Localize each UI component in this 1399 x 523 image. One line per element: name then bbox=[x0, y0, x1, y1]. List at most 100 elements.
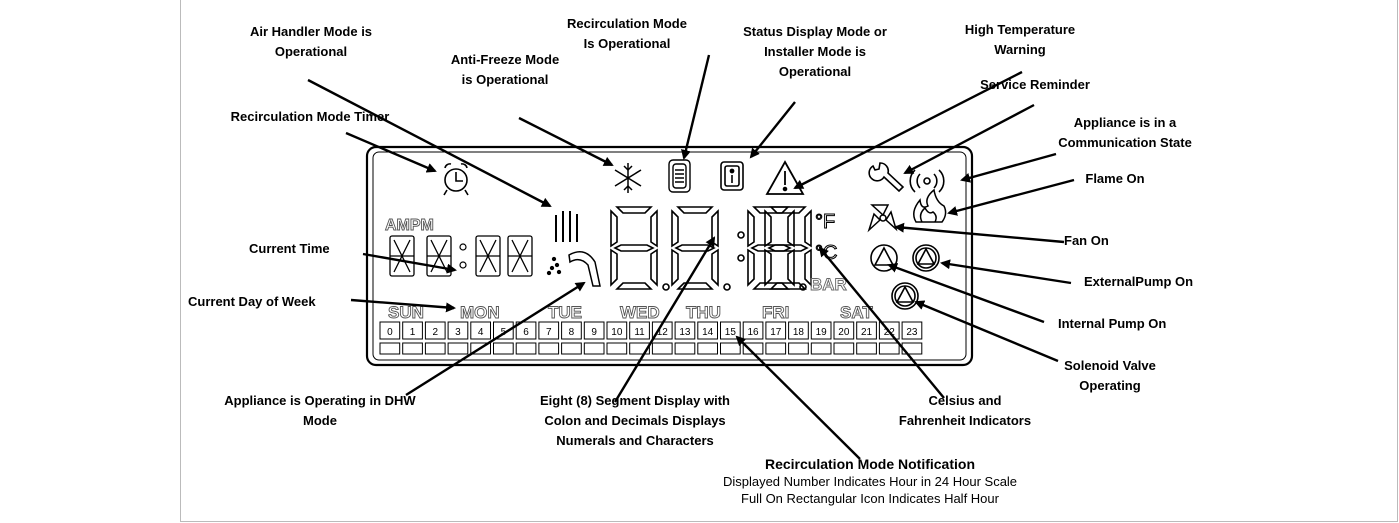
hour-box bbox=[515, 321, 537, 340]
hour-label: 3 bbox=[455, 327, 461, 338]
ampm-indicator: AMPM bbox=[385, 217, 434, 234]
hour-label: 2 bbox=[432, 327, 438, 338]
arrow-notification bbox=[735, 335, 861, 460]
half-hour-box bbox=[629, 342, 650, 355]
half-hour-box bbox=[810, 342, 832, 355]
hour-label: 23 bbox=[906, 327, 918, 338]
arrow-anti-freeze bbox=[518, 116, 614, 167]
half-hour-box bbox=[674, 342, 696, 355]
dhw-faucet-icon bbox=[546, 251, 601, 287]
solenoid-valve-icon bbox=[891, 282, 919, 310]
hour-label: 14 bbox=[702, 327, 714, 338]
external-pump-icon bbox=[912, 244, 940, 272]
hour-box bbox=[583, 321, 605, 340]
hour-box bbox=[470, 321, 491, 340]
hour-label: 6 bbox=[523, 327, 529, 338]
air-handler-icon bbox=[555, 211, 578, 242]
half-hour-box bbox=[856, 342, 877, 355]
arrow-solenoid bbox=[914, 300, 1059, 363]
hour-box bbox=[720, 321, 741, 340]
arrow-eight-segment bbox=[613, 236, 716, 403]
day-thu: THU bbox=[686, 303, 721, 322]
half-hour-box bbox=[697, 342, 718, 355]
hour-box bbox=[538, 321, 560, 340]
half-hour-box bbox=[379, 342, 401, 355]
day-sun: SUN bbox=[388, 303, 424, 322]
hour-label: 21 bbox=[861, 327, 873, 338]
half-hour-box bbox=[788, 342, 809, 355]
hour-box bbox=[674, 321, 696, 340]
label-status-display: Status Display Mode or Installer Mode is… bbox=[743, 24, 887, 79]
arrow-internal-pump bbox=[887, 263, 1045, 324]
half-hour-box bbox=[447, 342, 469, 355]
half-hour-box bbox=[493, 342, 514, 355]
snowflake-icon bbox=[614, 163, 642, 193]
label-recirc-operational: Recirculation Mode Is Operational bbox=[567, 16, 687, 51]
hour-box bbox=[697, 321, 718, 340]
hour-label: 12 bbox=[657, 327, 669, 338]
hour-box bbox=[901, 321, 923, 340]
notification-line-2: Full On Rectangular Icon Indicates Half … bbox=[741, 491, 999, 506]
lcd-outer-border bbox=[365, 145, 974, 367]
half-hour-box bbox=[651, 342, 673, 355]
half-hour-box bbox=[424, 342, 446, 355]
half-hour-box bbox=[833, 342, 855, 355]
hour-label: 19 bbox=[816, 327, 828, 338]
hour-box bbox=[629, 321, 650, 340]
leader-arrows bbox=[307, 54, 1075, 460]
hour-label: 11 bbox=[634, 327, 645, 338]
label-anti-freeze: Anti-Freeze Mode is Operational bbox=[450, 52, 560, 87]
arrow-communication bbox=[960, 152, 1057, 183]
hour-label: 4 bbox=[478, 327, 484, 338]
wrench-icon bbox=[868, 162, 905, 193]
half-hour-box bbox=[538, 342, 560, 355]
flame-icon bbox=[913, 188, 947, 223]
arrow-status-display bbox=[749, 101, 796, 159]
hour-label: 7 bbox=[546, 327, 552, 338]
label-solenoid: Solenoid Valve Operating bbox=[1064, 358, 1156, 393]
hour-box bbox=[742, 321, 764, 340]
arrow-recirc-timer bbox=[345, 131, 437, 173]
bar-indicator: BAR bbox=[810, 275, 847, 294]
day-wed: WED bbox=[620, 303, 660, 322]
hour-label: 10 bbox=[611, 327, 623, 338]
day-of-week-row: SUN MON TUE WED THU FRI SAT bbox=[388, 303, 874, 323]
hour-label: 8 bbox=[569, 327, 575, 338]
label-celsius: Celsius and Fahrenheit Indicators bbox=[898, 393, 1032, 428]
label-external-pump: ExternalPump On bbox=[1084, 274, 1194, 289]
communication-icon bbox=[909, 169, 945, 193]
label-current-time: Current Time bbox=[249, 241, 330, 256]
hour-box bbox=[606, 321, 628, 340]
label-air-handler: Air Handler Mode is Operational bbox=[249, 24, 373, 59]
half-hour-box bbox=[720, 342, 741, 355]
arrow-fan bbox=[894, 222, 1065, 244]
hour-box bbox=[765, 321, 787, 340]
label-high-temp: High Temperature Warning bbox=[964, 22, 1076, 57]
day-fri: FRI bbox=[762, 303, 789, 322]
arrow-high-temp bbox=[793, 70, 1023, 190]
fan-icon bbox=[867, 204, 898, 233]
label-dhw: Appliance is Operating in DHW Mode bbox=[224, 393, 416, 428]
hour-box bbox=[810, 321, 832, 340]
hour-box bbox=[788, 321, 809, 340]
hour-box bbox=[833, 321, 855, 340]
hour-box bbox=[493, 321, 514, 340]
hour-box bbox=[856, 321, 877, 340]
internal-pump-icon bbox=[870, 244, 898, 272]
hour-label: 0 bbox=[387, 327, 393, 338]
half-hour-box bbox=[515, 342, 537, 355]
notification-line-1: Displayed Number Indicates Hour in 24 Ho… bbox=[722, 474, 1018, 489]
arrow-recirc-operational bbox=[681, 54, 711, 160]
half-hour-box bbox=[402, 342, 423, 355]
label-service-reminder: Service Reminder bbox=[980, 77, 1090, 92]
hour-label: 13 bbox=[679, 327, 691, 338]
day-tue: TUE bbox=[548, 303, 582, 322]
label-eight-segment: Eight (8) Segment Display with Colon and… bbox=[540, 393, 730, 448]
eight-segment-display-last bbox=[764, 206, 812, 290]
hour-box bbox=[424, 321, 446, 340]
arrow-dhw bbox=[405, 281, 586, 397]
hour-box bbox=[402, 321, 423, 340]
diagram-frame bbox=[180, 0, 1398, 522]
hour-label: 17 bbox=[770, 327, 782, 338]
